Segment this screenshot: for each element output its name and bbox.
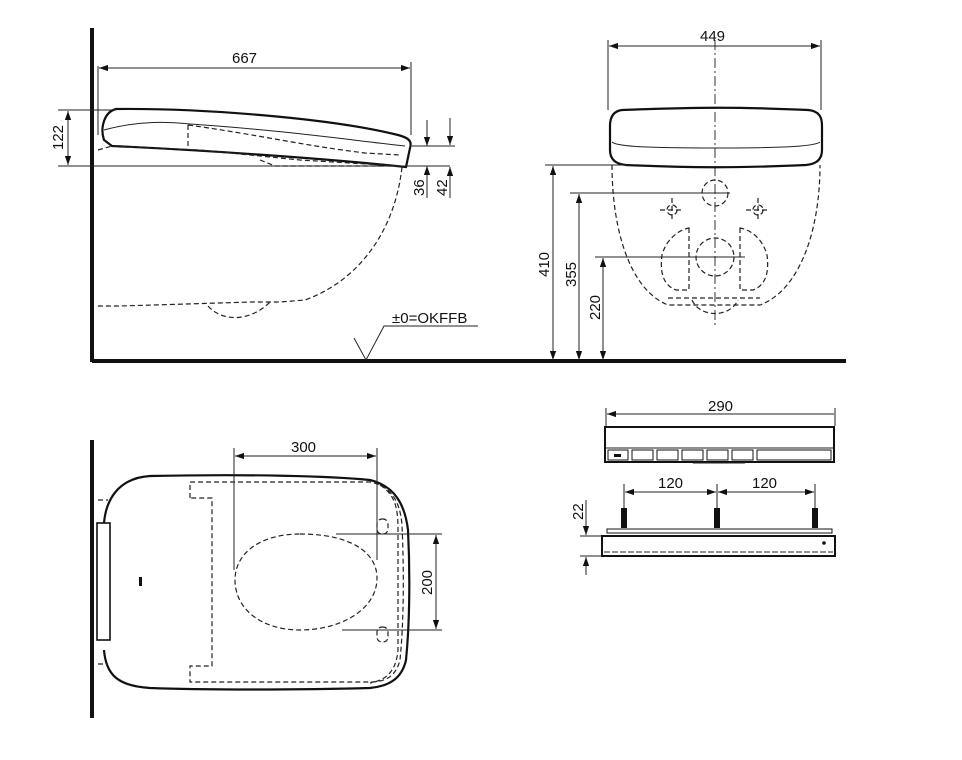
fixing-hole-lower <box>376 626 389 643</box>
dim-122: 122 <box>50 125 67 150</box>
remote-button-6[interactable] <box>731 449 754 461</box>
dim-355: 355 <box>563 262 580 287</box>
dim-200: 200 <box>419 570 436 595</box>
dim-120-left: 120 <box>658 475 683 492</box>
remote-button-7[interactable] <box>756 449 832 461</box>
bowl-hidden-outline <box>96 166 403 307</box>
top-view: 300 200 <box>90 439 442 718</box>
sensor-mark <box>139 577 142 586</box>
seat-base-dashed <box>97 145 401 167</box>
dim-22: 22 <box>570 503 587 520</box>
wall-bracket <box>606 508 833 534</box>
bowl-opening-hidden <box>234 533 378 631</box>
floor-reference-symbol <box>353 325 478 362</box>
inner-rim-hidden <box>189 481 404 683</box>
remote-button-5[interactable] <box>706 449 729 461</box>
dim-36: 36 <box>411 179 428 196</box>
dim-42: 42 <box>434 179 451 196</box>
dim-220: 220 <box>587 295 604 320</box>
dim-120-right: 120 <box>752 475 777 492</box>
right-recess-hidden <box>739 227 769 291</box>
seat-inner-line <box>103 121 406 147</box>
front-view: 449 410 355 220 <box>536 28 824 360</box>
seat-hidden-line <box>187 124 401 167</box>
dim-300: 300 <box>291 439 316 456</box>
floor-reference-label: ±0=OKFFB <box>392 310 467 327</box>
remote-control-view: 290 120 120 <box>570 398 836 575</box>
seat-top-outline <box>102 474 411 691</box>
remote-button-2[interactable] <box>631 449 654 461</box>
seat-lid-outline <box>101 107 412 169</box>
side-view: 667 122 36 42 ±0=OKFFB <box>50 28 846 363</box>
outlet-base-hidden <box>668 297 760 314</box>
remote-button-3[interactable] <box>656 449 679 461</box>
dim-667: 667 <box>232 50 257 67</box>
seat-front-inner <box>611 141 821 149</box>
bowl-outlet-hidden <box>207 301 271 319</box>
fixing-hole-upper <box>376 518 389 535</box>
remote-side-body <box>601 535 836 557</box>
hinge-cover <box>96 522 111 641</box>
seat-front-outline <box>608 106 824 169</box>
dim-410: 410 <box>536 252 553 277</box>
dim-290: 290 <box>708 398 733 415</box>
remote-buttons <box>607 449 832 461</box>
dim-449: 449 <box>700 28 725 45</box>
bowl-front-hidden <box>611 164 821 306</box>
remote-button-4[interactable] <box>681 449 704 461</box>
left-recess-hidden <box>660 227 690 291</box>
